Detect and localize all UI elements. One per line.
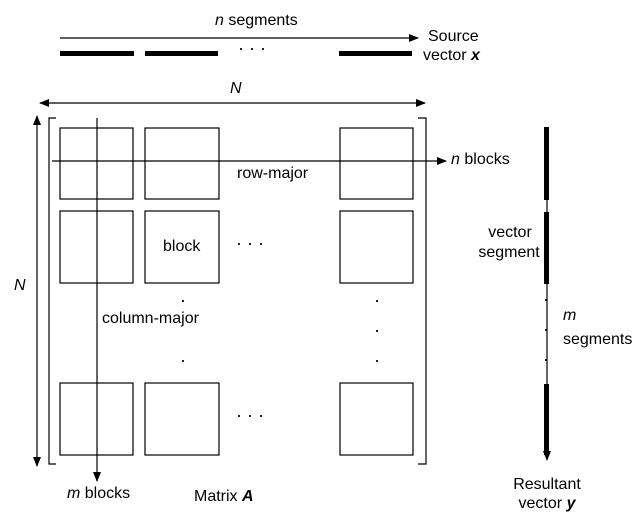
- result-vector-symbol: y: [566, 495, 576, 512]
- result-segment: [544, 212, 549, 284]
- matrix-dim-left: N: [14, 277, 26, 294]
- source-segment: [339, 51, 412, 56]
- row-blocks-var: n: [451, 151, 460, 168]
- matrix-bracket-left: [48, 117, 56, 465]
- matrix-ellipsis-row2: · · ·: [236, 233, 264, 253]
- result-vdot: ·: [543, 319, 549, 339]
- matrix-block: [144, 210, 220, 284]
- matrix-dim-top: N: [230, 80, 242, 97]
- source-vector-ellipsis: · · ·: [238, 38, 266, 58]
- column-blocks-label: m blocks: [67, 485, 130, 503]
- matrix-block: [339, 382, 414, 456]
- row-major-label: row-major: [237, 165, 309, 182]
- column-major-label: column-major: [102, 310, 199, 327]
- matrix-vdot: ·: [180, 350, 186, 370]
- matrix-vdot: ·: [374, 350, 380, 370]
- source-vector-word: vector: [423, 47, 467, 64]
- matrix-title-word: Matrix: [194, 488, 238, 505]
- matrix-title: Matrix A: [194, 488, 254, 506]
- matrix-vdot: ·: [374, 290, 380, 310]
- column-blocks-var: m: [67, 485, 81, 502]
- source-count-var: n: [215, 12, 224, 29]
- matrix-blocks: [59, 127, 414, 456]
- result-vector-word: vector: [518, 495, 563, 512]
- row-blocks-text: blocks: [464, 151, 510, 168]
- source-vector-symbol: x: [471, 47, 480, 64]
- matrix-vdot: ·: [180, 290, 186, 310]
- matrix-block: [144, 127, 220, 200]
- matrix-block: [144, 382, 220, 456]
- result-vdot: ·: [543, 289, 549, 309]
- vector-segment-label-line1: vector: [488, 224, 532, 241]
- column-blocks-text: blocks: [84, 485, 131, 502]
- result-segment: [544, 384, 549, 455]
- source-vector-title-line1: Source: [428, 28, 479, 45]
- matrix-block: [339, 127, 414, 200]
- source-count-text: segments: [228, 12, 298, 29]
- matrix-title-symbol: A: [242, 488, 254, 505]
- source-count-label: n segments: [215, 12, 298, 30]
- result-vector-title-line1: Resultant: [513, 476, 581, 493]
- vector-segment-label-line2: segment: [478, 244, 540, 261]
- matrix-ellipsis-row3: · · ·: [236, 405, 264, 425]
- source-segment: [145, 51, 218, 56]
- source-vector-title-line2: vector x: [423, 47, 480, 65]
- block-label: block: [163, 238, 201, 255]
- result-vdot: ·: [543, 349, 549, 369]
- matrix-block: [339, 210, 414, 284]
- source-segment: [60, 51, 134, 56]
- result-count-var: m: [563, 307, 577, 324]
- result-segment: [544, 127, 549, 200]
- result-count-text: segments: [563, 331, 633, 348]
- matrix-bracket-right: [418, 117, 427, 465]
- matrix-vdot: ·: [374, 320, 380, 340]
- result-vector-title-line2: vector y: [505, 495, 589, 513]
- row-blocks-label: n blocks: [451, 151, 510, 169]
